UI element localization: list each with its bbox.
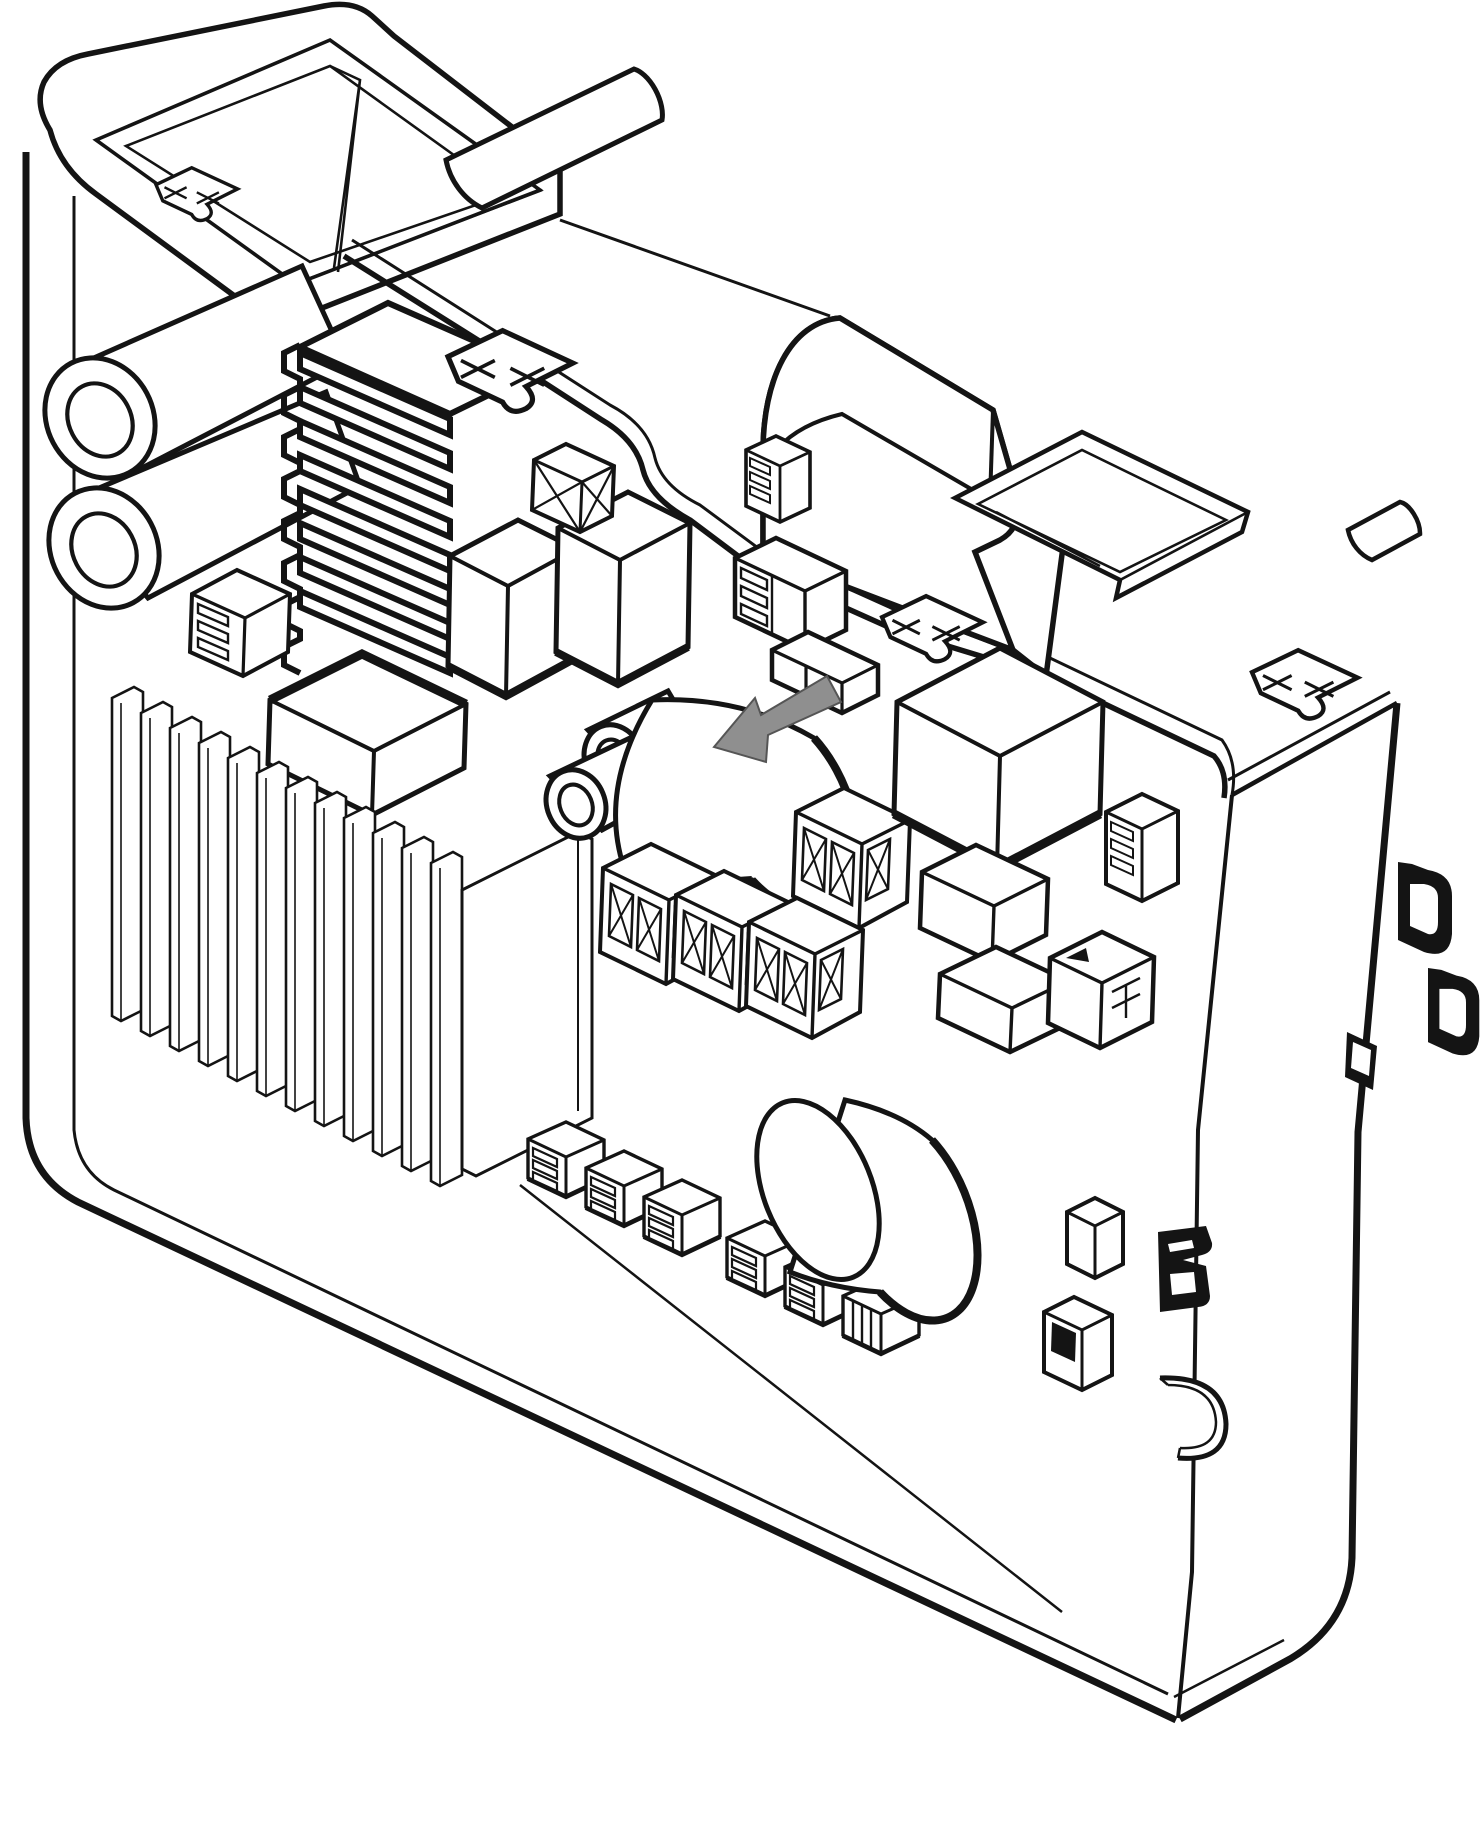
relay-box-marked — [1045, 929, 1157, 1051]
left-wall — [22, 152, 1178, 1724]
component-box-bottom-2 — [1042, 1294, 1114, 1393]
heatsink-white — [110, 685, 594, 1188]
relay-tall-2 — [553, 489, 693, 689]
connector-3slot-board — [732, 535, 849, 653]
connector-4pin — [529, 441, 617, 535]
right-wall — [1158, 690, 1480, 1723]
component-box-small — [769, 629, 881, 716]
relay-box-2 — [917, 842, 1051, 965]
connector-3slot-rail — [744, 434, 812, 524]
relay-large — [891, 645, 1106, 874]
connector-3slot-left — [187, 567, 293, 679]
relay-black-top — [265, 648, 469, 818]
mounting-peg-right — [1345, 499, 1423, 563]
connector-3slot-edge — [1104, 791, 1180, 904]
hook-mid-wall — [1158, 1226, 1213, 1312]
hook-right-small-notch — [1351, 1042, 1371, 1076]
component-box-bottom-1 — [1065, 1195, 1125, 1281]
capacitor-large-1 — [42, 262, 350, 481]
snap-clip-4 — [1252, 650, 1358, 718]
hook-right-2 — [1428, 968, 1480, 1056]
mounting-peg-left — [443, 66, 665, 211]
board-bottom-edge — [519, 1184, 1063, 1613]
pointer-arrow — [712, 674, 843, 764]
half-moon-cutout — [1159, 1375, 1229, 1461]
rail-back-edge — [559, 218, 831, 318]
rail-front — [342, 238, 1236, 799]
hook-right-1 — [1398, 862, 1452, 954]
cable-trough — [950, 429, 1251, 603]
mounting-bracket-channel — [37, 1, 563, 316]
capacitor-large-round — [754, 1097, 982, 1325]
